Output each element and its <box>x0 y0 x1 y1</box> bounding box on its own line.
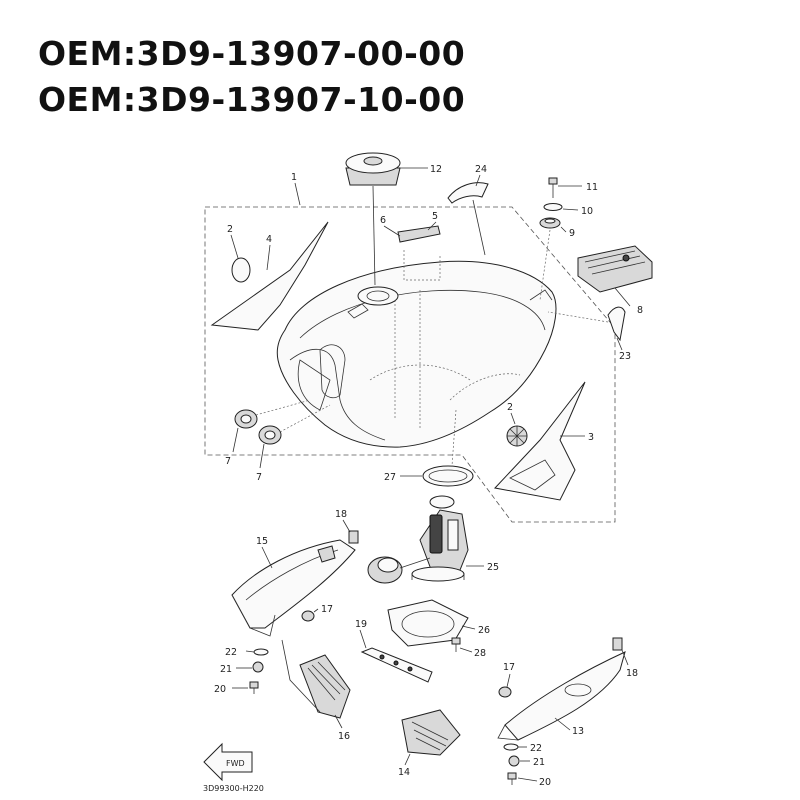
callout-20a: 20 <box>214 684 226 695</box>
callout-20b: 20 <box>539 777 551 788</box>
callout-14: 14 <box>398 767 410 778</box>
fwd-arrow-icon: FWD <box>203 742 253 782</box>
emblem-left <box>210 221 329 331</box>
callout-22b: 22 <box>530 743 542 754</box>
washer-22-left <box>253 648 269 656</box>
callout-4: 4 <box>266 234 272 245</box>
clip-18-right <box>612 637 623 651</box>
callout-5: 5 <box>432 211 438 222</box>
side-cover-13 <box>497 651 626 741</box>
callout-9: 9 <box>569 228 575 239</box>
callout-26: 26 <box>478 625 490 636</box>
bolt-20-left <box>249 681 259 694</box>
assembly-outline <box>204 206 616 523</box>
callout-18a: 18 <box>335 509 347 520</box>
callout-19: 19 <box>355 619 367 630</box>
bolt-20-right <box>507 772 517 785</box>
fuel-tank <box>276 260 557 448</box>
collar-21-left <box>252 661 264 673</box>
washer-22-right <box>503 743 519 751</box>
callout-21b: 21 <box>533 757 545 768</box>
callout-2b: 2 <box>507 402 513 413</box>
emblem-disc-right <box>506 425 528 447</box>
emblem-right <box>494 381 586 501</box>
clip-23 <box>607 306 626 342</box>
callout-28: 28 <box>474 648 486 659</box>
callout-8: 8 <box>637 305 643 316</box>
callout-16: 16 <box>338 731 350 742</box>
callout-11: 11 <box>586 182 598 193</box>
callout-18b: 18 <box>626 668 638 679</box>
callout-24: 24 <box>475 164 487 175</box>
callout-17b: 17 <box>503 662 515 673</box>
gasket-27 <box>422 465 474 487</box>
grommet-17-right <box>498 686 512 698</box>
tank-pad-24 <box>447 182 489 204</box>
clip-18-left <box>348 530 359 544</box>
callout-6: 6 <box>380 215 386 226</box>
callout-23: 23 <box>619 351 631 362</box>
callout-27: 27 <box>384 472 396 483</box>
emblem-disc-left <box>231 257 251 283</box>
callout-17a: 17 <box>321 604 333 615</box>
callout-7b: 7 <box>256 472 262 483</box>
oem-number-line-2: OEM:3D9-13907-10-00 <box>38 80 466 119</box>
damper-block-8 <box>577 245 653 293</box>
fuel-pump-25 <box>367 495 469 584</box>
grommet-9 <box>539 217 561 229</box>
callout-21a: 21 <box>220 664 232 675</box>
caution-label <box>397 225 441 243</box>
oem-number-line-1: OEM:3D9-13907-00-00 <box>38 34 466 73</box>
callout-2a: 2 <box>227 224 233 235</box>
nut-7-b <box>258 425 282 445</box>
inner-panel-16 <box>299 654 351 719</box>
tank-cap <box>345 152 401 186</box>
inner-panel-14 <box>401 709 461 756</box>
callout-7a: 7 <box>225 456 231 467</box>
washer-10 <box>543 203 563 211</box>
grommet-17-left <box>301 610 315 622</box>
callout-13: 13 <box>572 726 584 737</box>
bracket-19 <box>360 647 433 683</box>
callout-12: 12 <box>430 164 442 175</box>
fwd-label: FWD <box>226 759 245 768</box>
nut-7-a <box>234 409 258 429</box>
callout-10: 10 <box>581 206 593 217</box>
reference-code: 3D99300-H220 <box>203 784 264 793</box>
callout-25: 25 <box>487 562 499 573</box>
callout-15: 15 <box>256 536 268 547</box>
screw-28 <box>451 637 461 652</box>
collar-21-right <box>508 755 520 767</box>
callout-1: 1 <box>291 172 297 183</box>
callout-22a: 22 <box>225 647 237 658</box>
callout-3: 3 <box>588 432 594 443</box>
side-cover-15 <box>231 539 356 637</box>
bolt-11 <box>548 177 558 198</box>
